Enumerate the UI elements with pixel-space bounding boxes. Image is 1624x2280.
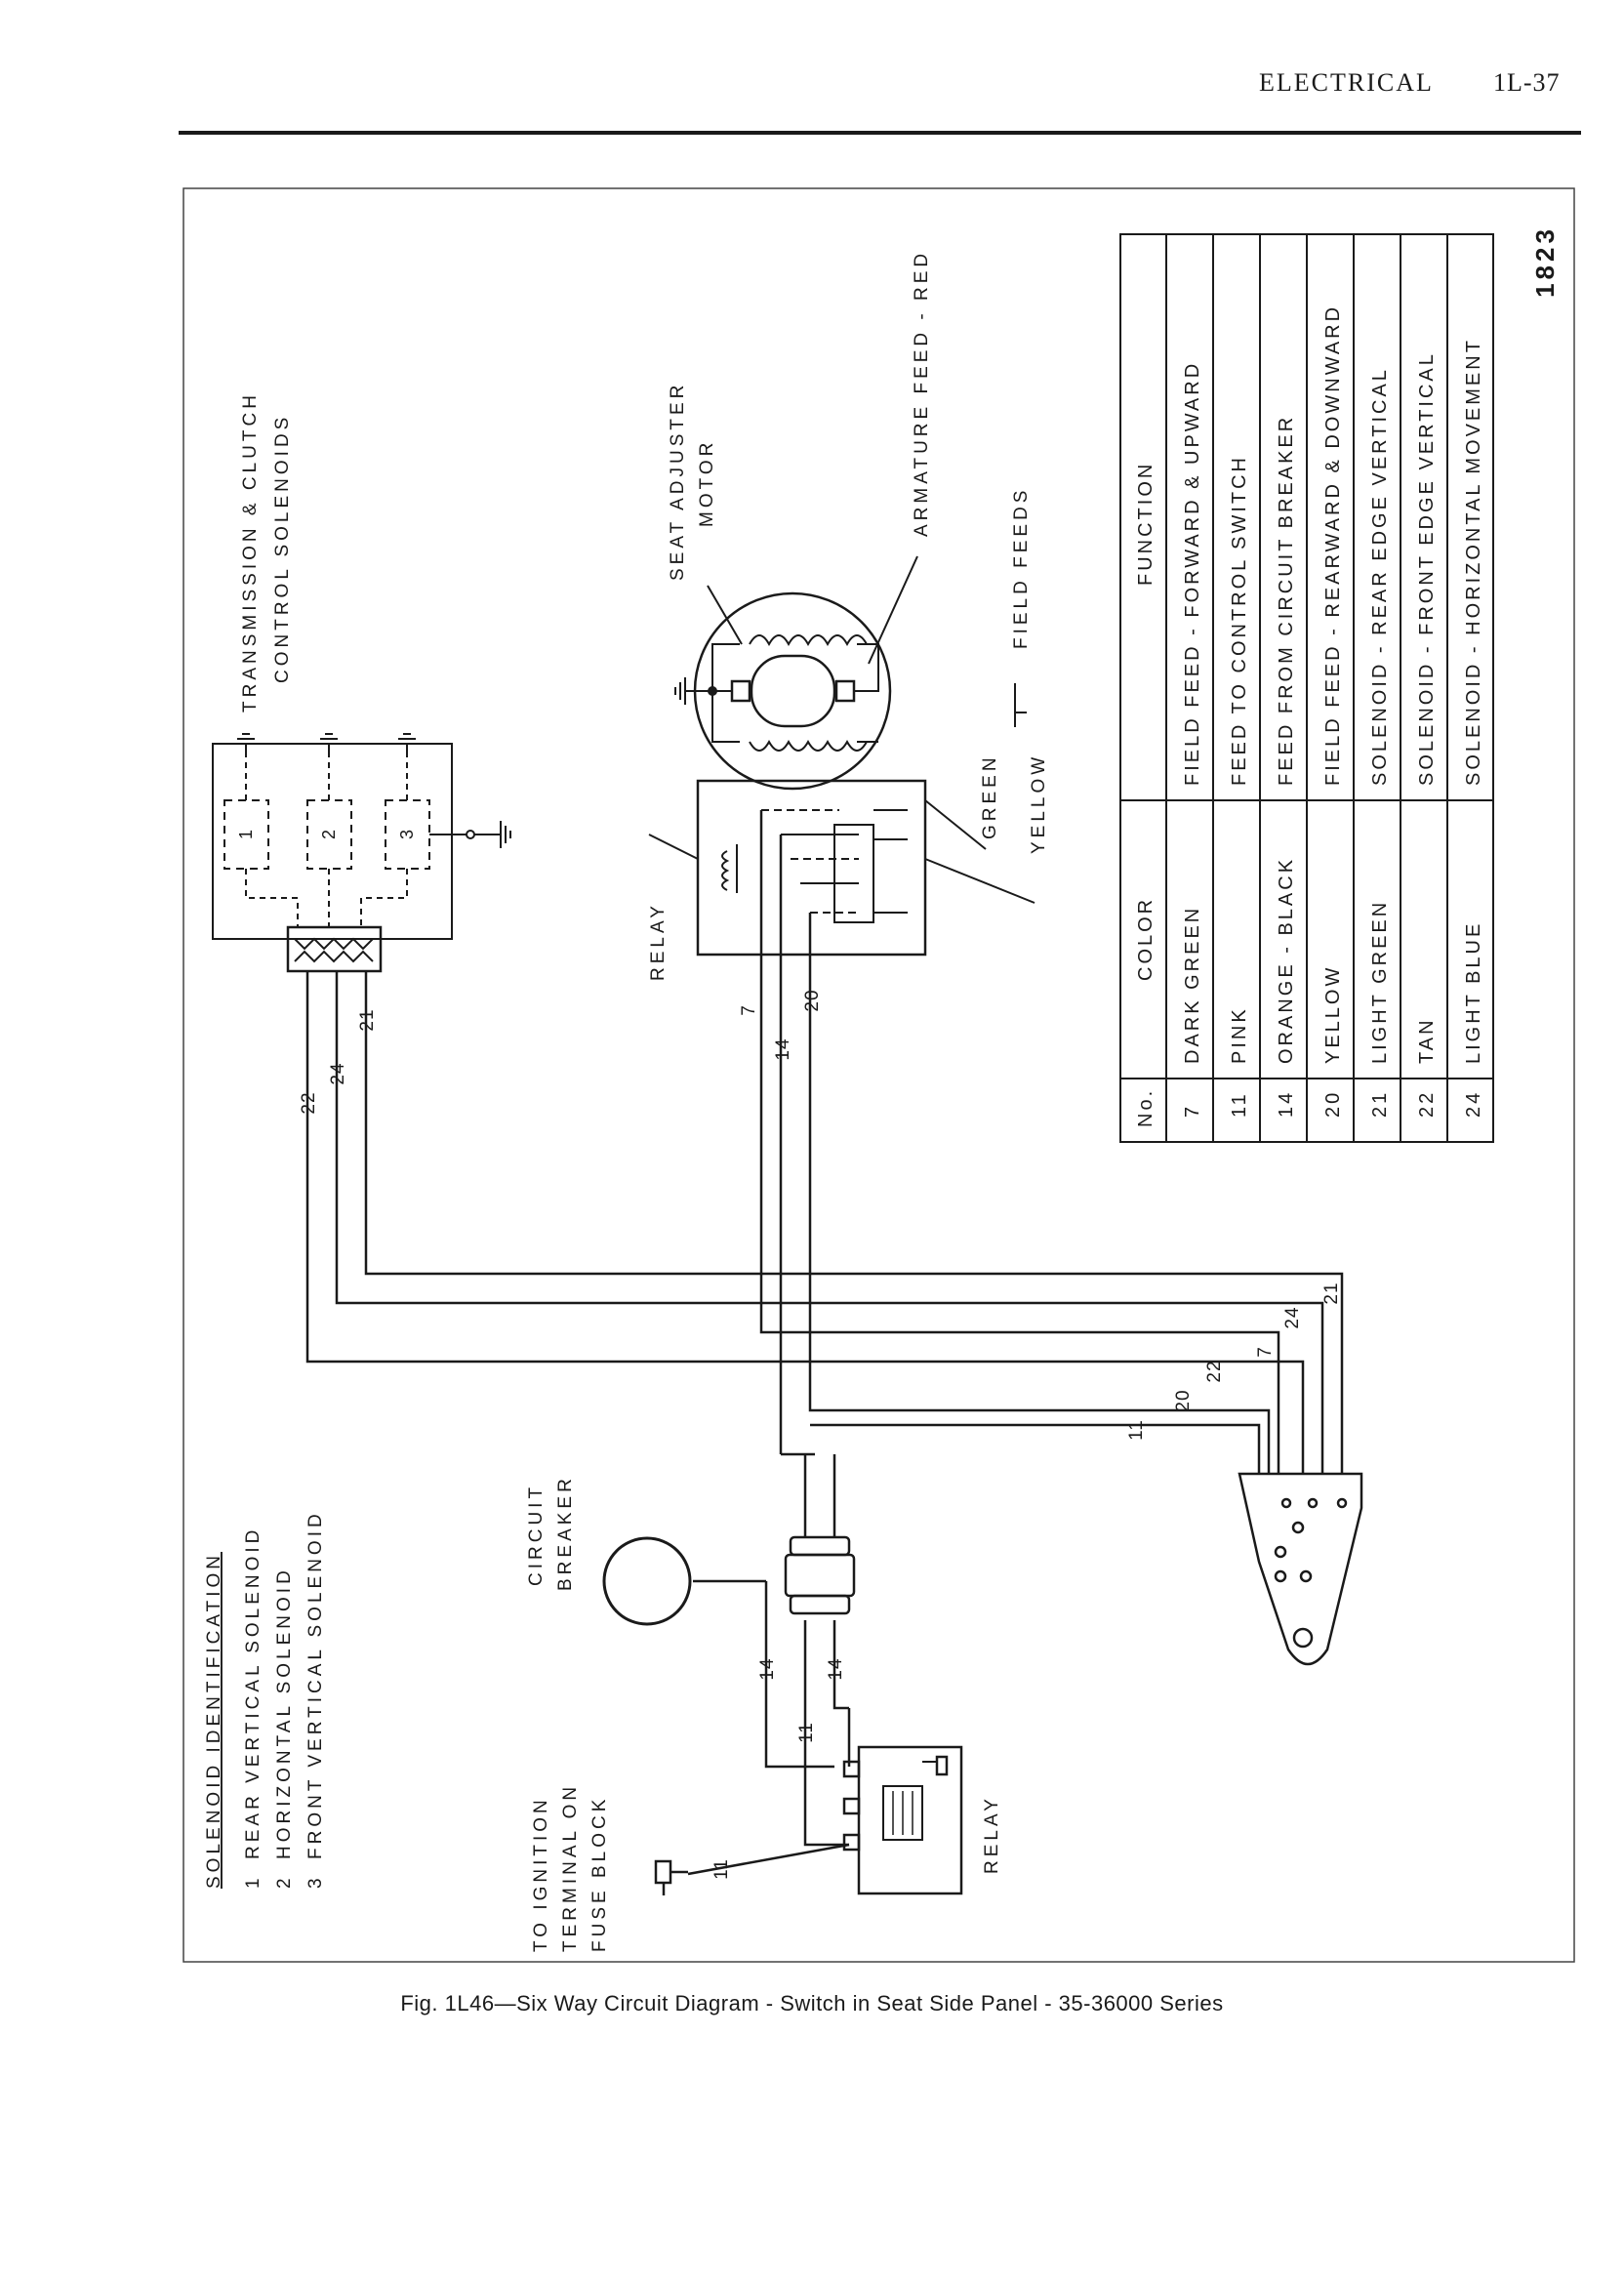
table-header-color: COLOR: [1135, 897, 1157, 981]
green-label: GREEN: [980, 753, 1000, 839]
solenoid-number-2: 2: [319, 830, 339, 839]
solenoid-id-name-1: REAR VERTICAL SOLENOID: [243, 1527, 264, 1859]
page-number: 1L-37: [1493, 68, 1561, 97]
wire-label-right-22: 22: [1204, 1360, 1225, 1382]
wire-label-right-20: 20: [1173, 1389, 1194, 1411]
table-header-no: No.: [1135, 1088, 1157, 1127]
wire-label-bundle-11a: 11: [796, 1722, 817, 1743]
wire-label-7: 7: [739, 1004, 759, 1016]
relay-lower: [842, 1745, 963, 1895]
ignition-terminal: [654, 1859, 688, 1895]
seat-adjuster-motor: [693, 591, 892, 791]
table-cell-function: FEED TO CONTROL SWITCH: [1229, 455, 1250, 786]
table-cell-no: 11: [1229, 1091, 1250, 1118]
table-cell-color: ORANGE - BLACK: [1276, 857, 1297, 1064]
wire-label-14: 14: [773, 1038, 793, 1060]
wire-label-bundle-11b: 11: [711, 1858, 732, 1880]
table-cell-no: 22: [1416, 1090, 1438, 1118]
wire-label-20: 20: [802, 989, 823, 1011]
yellow-label: YELLOW: [1029, 753, 1049, 854]
motor-label-line1: SEAT ADJUSTER: [668, 382, 688, 581]
figure-caption: Fig. 1L46—Six Way Circuit Diagram - Swit…: [400, 1991, 1224, 2015]
solenoid-id-name-2: HORIZONTAL SOLENOID: [274, 1567, 295, 1859]
ignition-label-line3: FUSE BLOCK: [589, 1796, 610, 1952]
grommet: [784, 1535, 856, 1615]
leader-lines: [648, 555, 1035, 904]
solenoid-block: [212, 743, 493, 973]
solenoid-id-no-3: 3: [305, 1874, 326, 1889]
solenoid-number-3: 3: [397, 830, 417, 839]
table-cell-function: SOLENOID - HORIZONTAL MOVEMENT: [1463, 338, 1484, 786]
diagram-frame: [183, 187, 1575, 1963]
solenoids-title-line2: CONTROL SOLENOIDS: [272, 414, 293, 683]
solenoid-number-1: 1: [236, 830, 256, 839]
header-rule: [179, 131, 1581, 135]
circuit-breaker-label-line2: BREAKER: [555, 1475, 576, 1591]
table-cell-color: YELLOW: [1322, 965, 1344, 1064]
solenoid-id-no-2: 2: [274, 1874, 295, 1889]
wire-label-22: 22: [299, 1091, 319, 1114]
table-cell-no: 14: [1276, 1090, 1297, 1118]
table-cell-function: SOLENOID - FRONT EDGE VERTICAL: [1416, 351, 1438, 786]
table-header-function: FUNCTION: [1135, 462, 1157, 586]
wire-label-bundle-14b: 14: [826, 1657, 846, 1680]
solenoid-id-title: SOLENOID IDENTIFICATION: [204, 1552, 224, 1889]
ignition-label-line2: TERMINAL ON: [560, 1783, 581, 1952]
relay-upper-label: RELAY: [648, 902, 669, 981]
table-cell-color: TAN: [1416, 1017, 1438, 1064]
armature-feed-label: ARMATURE FEED - RED: [912, 250, 932, 537]
wire-label-right-7: 7: [1255, 1346, 1276, 1358]
table-cell-function: FIELD FEED - FORWARD & UPWARD: [1182, 361, 1203, 786]
solenoid-id-name-3: FRONT VERTICAL SOLENOID: [305, 1510, 326, 1859]
seat-switch-plate: [1238, 1472, 1363, 1666]
wire-label-24: 24: [328, 1062, 348, 1084]
field-feeds-label: FIELD FEEDS: [1011, 487, 1032, 649]
wire-table-text: No. COLOR FUNCTION 7 DARK GREEN FIELD FEED - …: [1135, 305, 1484, 1127]
section-title: ELECTRICAL: [1259, 68, 1434, 97]
table-cell-function: FIELD FEED - REARWARD & DOWNWARD: [1322, 305, 1344, 786]
table-cell-no: 7: [1182, 1104, 1203, 1118]
page-header: ELECTRICAL 1L-37: [1259, 68, 1581, 107]
table-cell-function: SOLENOID - REAR EDGE VERTICAL: [1369, 367, 1391, 786]
table-cell-no: 20: [1322, 1090, 1344, 1118]
relay-lower-label: RELAY: [982, 1795, 1002, 1874]
figure-number: 1823: [1530, 225, 1560, 298]
wire-label-right-11: 11: [1126, 1419, 1147, 1441]
solenoid-id-no-1: 1: [243, 1874, 264, 1889]
wire-label-bundle-14a: 14: [757, 1657, 778, 1680]
wire-label-right-21: 21: [1321, 1282, 1342, 1304]
table-cell-function: FEED FROM CIRCUIT BREAKER: [1276, 415, 1297, 786]
table-cell-color: DARK GREEN: [1182, 906, 1203, 1064]
table-cell-color: LIGHT GREEN: [1369, 900, 1391, 1064]
circuit-breaker-label-line1: CIRCUIT: [526, 1484, 547, 1586]
wire-table: [1119, 233, 1494, 1143]
table-cell-no: 24: [1463, 1090, 1484, 1118]
wire-label-21: 21: [357, 1008, 378, 1031]
wire-harness: [305, 971, 1344, 1876]
table-cell-color: LIGHT BLUE: [1463, 921, 1484, 1064]
solenoids-title-line1: TRANSMISSION & CLUTCH: [240, 391, 261, 712]
table-cell-no: 21: [1369, 1090, 1391, 1118]
circuit-breaker: [602, 1536, 692, 1626]
ignition-label-line1: TO IGNITION: [531, 1796, 551, 1952]
motor-label-line2: MOTOR: [697, 439, 717, 527]
relay-upper: [696, 779, 927, 1020]
wire-label-right-24: 24: [1282, 1306, 1303, 1328]
table-cell-color: PINK: [1229, 1006, 1250, 1064]
